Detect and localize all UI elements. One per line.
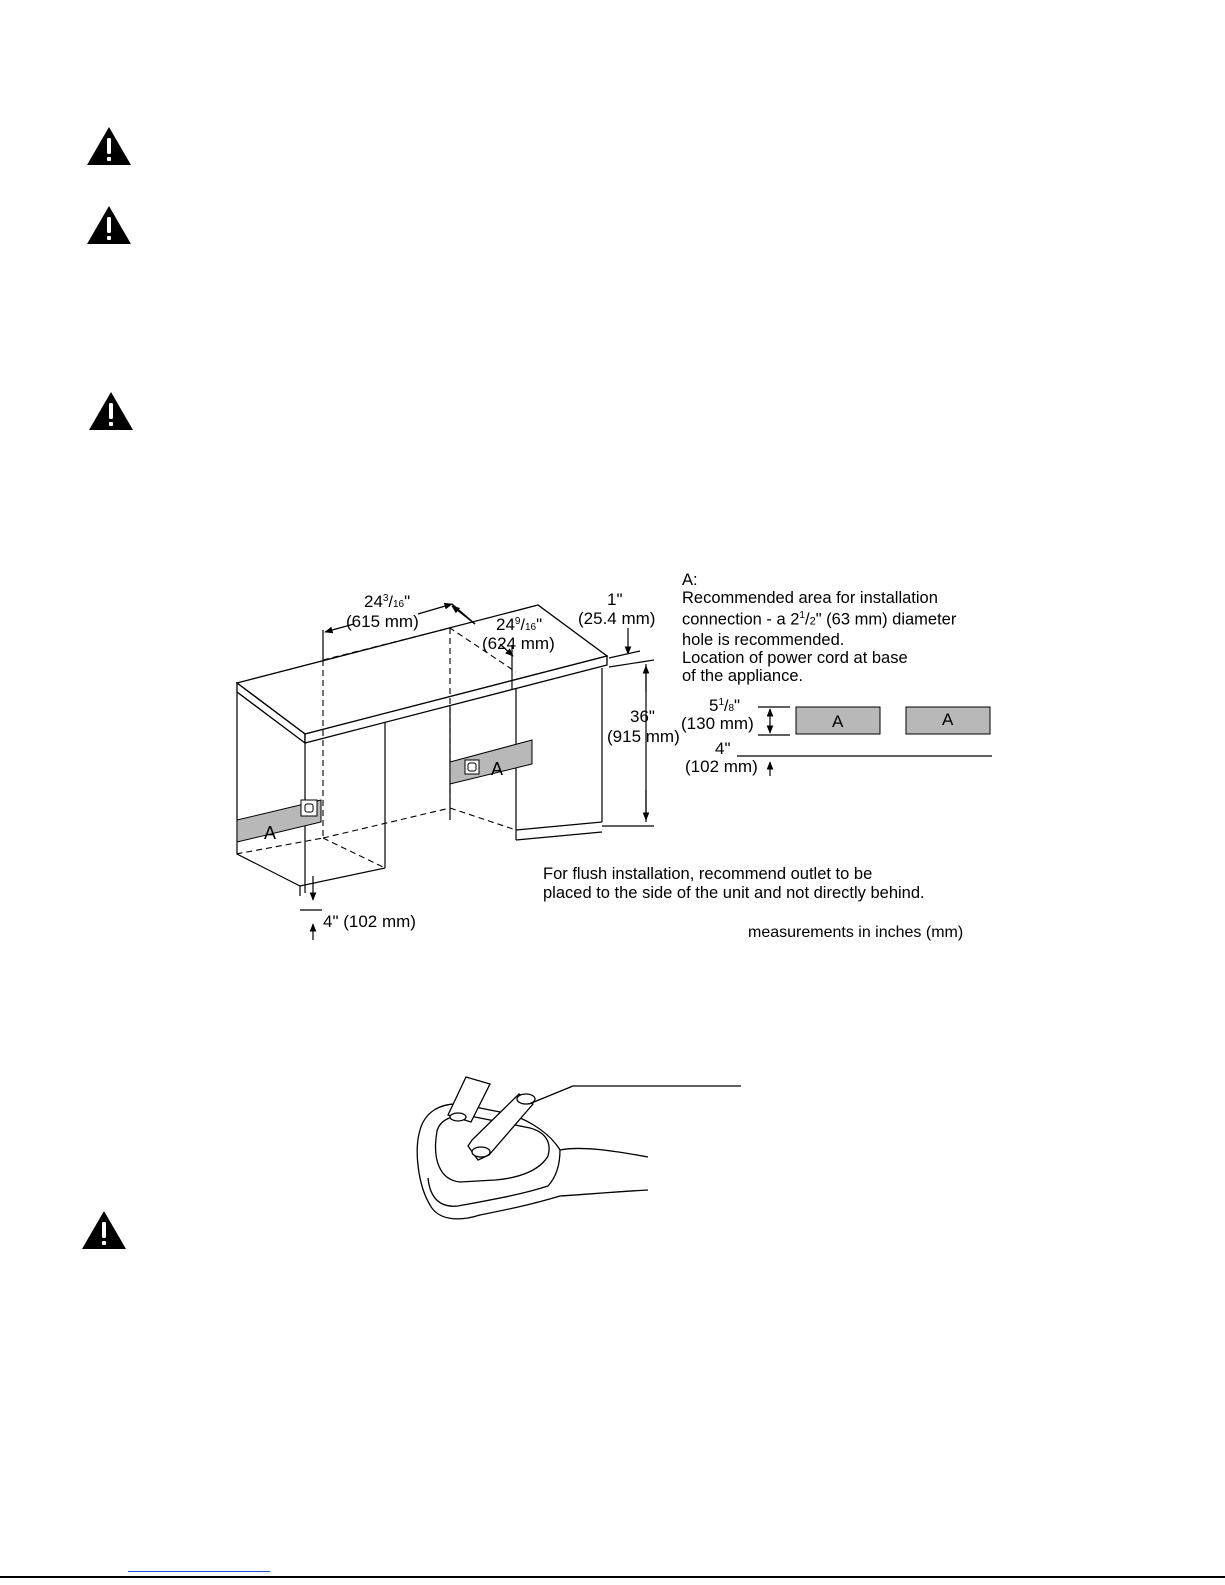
- zone-diagram: [737, 706, 992, 776]
- depth-inches: 249/16": [496, 615, 542, 634]
- flush-note-line-1: For flush installation, recommend outlet…: [543, 865, 873, 883]
- zone-offset-mm: (102 mm): [685, 757, 758, 776]
- outlet-icon: [300, 799, 318, 817]
- area-a-legend: A: Recommended area for installation con…: [682, 571, 956, 685]
- outlet-icon: [464, 759, 480, 775]
- width-inches: 243/16": [364, 592, 410, 611]
- zone-area-1: [795, 706, 881, 735]
- top-inches: 1": [607, 590, 623, 609]
- height-mm: (915 mm): [607, 727, 680, 746]
- depth-mm: (624 mm): [482, 634, 555, 653]
- legend-line-3: hole is recommended.: [682, 630, 845, 649]
- zone-area-2: [905, 706, 991, 735]
- footer-link-underline[interactable]: [128, 1571, 270, 1572]
- area-label-right: A: [491, 759, 503, 779]
- units-note: measurements in inches (mm): [748, 924, 964, 941]
- height-dimension: [602, 664, 654, 827]
- top-dimension: [608, 628, 655, 668]
- warning-triangle-icon: [89, 392, 133, 430]
- area-label-left: A: [264, 823, 276, 843]
- legend-line-1: Recommended area for installation: [682, 589, 938, 607]
- warning-triangle-icon: [87, 127, 131, 165]
- depth-dimension: [451, 603, 514, 690]
- zone-label-2: A: [942, 710, 954, 729]
- footer-divider: [0, 1576, 1225, 1578]
- flush-installation-note: For flush installation, recommend outlet…: [543, 865, 925, 903]
- width-dimension: [322, 602, 453, 660]
- legend-line-2: connection - a 21/2" (63 mm) diameter: [682, 610, 957, 629]
- zone-height-mm: (130 mm): [681, 714, 754, 733]
- top-mm: (25.4 mm): [578, 609, 655, 628]
- plug-callout-line: [528, 1085, 574, 1105]
- warning-triangle-icon: [87, 206, 131, 244]
- area-band-right: A: [449, 739, 533, 785]
- zone-label-1: A: [832, 712, 844, 731]
- legend-title: A:: [682, 571, 698, 589]
- area-band-left: A: [236, 799, 322, 843]
- power-plug-illustration: [416, 1076, 649, 1220]
- warning-triangle-icon: [82, 1211, 126, 1249]
- legend-line-5: of the appliance.: [682, 666, 804, 685]
- zone-offset-inches: 4": [715, 739, 731, 758]
- countertop: [235, 604, 609, 745]
- zone-height-inches: 51/8": [709, 696, 740, 715]
- base-gap: 4" (102 mm): [323, 912, 416, 931]
- base-gap-dimension: [300, 876, 322, 940]
- legend-line-4: Location of power cord at base: [682, 648, 908, 667]
- width-mm: (615 mm): [346, 612, 419, 631]
- flush-note-line-2: placed to the side of the unit and not d…: [543, 884, 925, 902]
- height-inches: 36": [630, 707, 655, 726]
